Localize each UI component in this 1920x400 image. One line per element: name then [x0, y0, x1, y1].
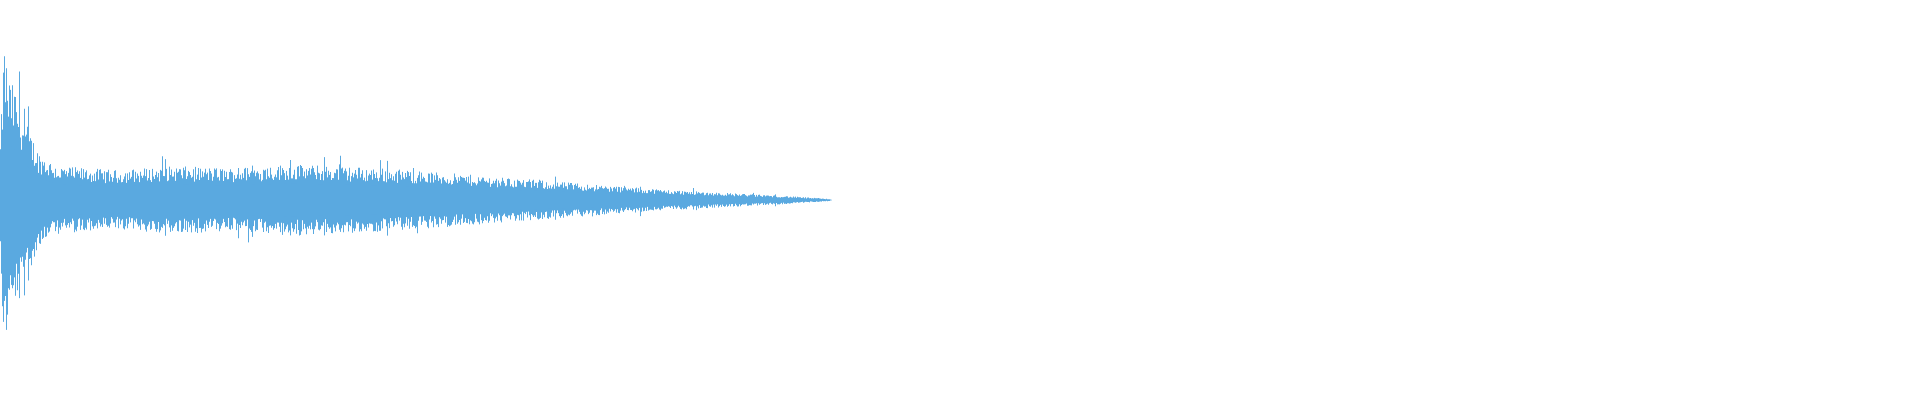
waveform-peaks	[0, 56, 832, 330]
waveform-core-band	[0, 128, 832, 272]
